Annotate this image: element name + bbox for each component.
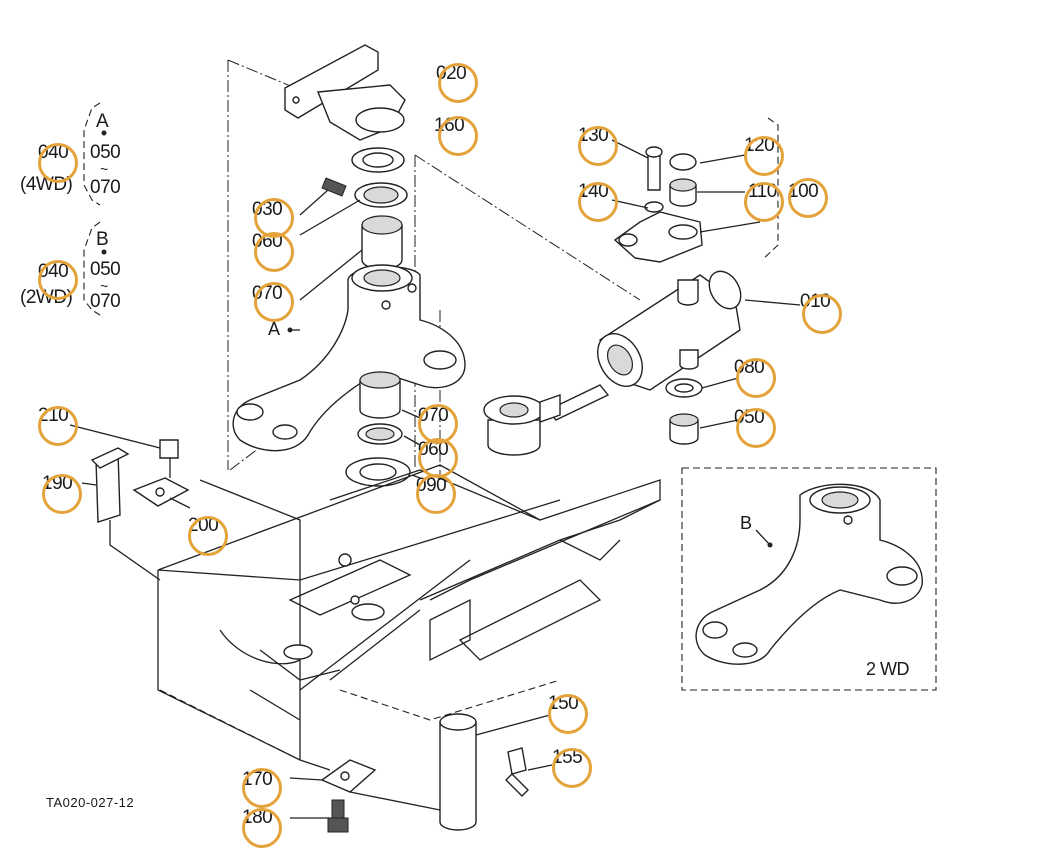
diagram-code: TA020-027-12: [46, 795, 135, 810]
knuckle-arm-a: [232, 264, 466, 452]
variant-a-range-end: 070: [90, 177, 121, 198]
bracket-plate-020: [284, 44, 406, 141]
variant-b-range-end: 070: [90, 291, 121, 312]
callout-highlight: [242, 808, 282, 848]
callout-highlight: [254, 282, 294, 322]
callout-highlight: [438, 116, 478, 156]
pointer-b: B: [740, 513, 752, 533]
cylinder-end-hardware: [611, 117, 779, 263]
callout-highlight: [418, 438, 458, 478]
right-bushings: [665, 377, 739, 445]
callout-highlight: [548, 694, 588, 734]
callout-highlight: [42, 474, 82, 514]
inset-2wd: [681, 467, 937, 691]
callout-highlight: [788, 178, 828, 218]
callout-highlight: [438, 63, 478, 103]
callout-highlight: [254, 232, 294, 272]
steering-cylinder-010: [483, 270, 801, 456]
callout-highlight: [242, 768, 282, 808]
variant-bracket-b: [83, 221, 101, 316]
variant-b-range-start: 050: [90, 259, 121, 280]
callout-highlight: [188, 516, 228, 556]
variant-b-range-tilde: ~: [100, 278, 108, 294]
reference-frame: [227, 59, 641, 480]
callout-highlight: [38, 143, 78, 183]
inset-label: 2 WD: [866, 659, 910, 679]
callout-highlight: [578, 182, 618, 222]
variant-bracket-a: [83, 102, 101, 206]
callout-highlight: [38, 260, 78, 300]
variant-a-range-start: 050: [90, 142, 121, 163]
lower-bushing-stack: [345, 371, 421, 487]
callout-highlight: [416, 474, 456, 514]
callout-highlight: [744, 136, 784, 176]
kingpin-bushing-stack: [299, 147, 408, 301]
grease-fitting-and-pin: [69, 424, 191, 581]
callout-highlight: [802, 294, 842, 334]
variant-b-letter: B: [96, 229, 109, 250]
callout-highlight: [744, 182, 784, 222]
variant-a-range-tilde: ~: [100, 161, 108, 177]
callout-highlight: [38, 406, 78, 446]
pointer-a: A: [268, 319, 280, 339]
variant-a-letter: A: [96, 111, 109, 132]
front-axle-frame: [157, 464, 661, 771]
callout-highlight: [736, 408, 776, 448]
callout-highlight: [552, 748, 592, 788]
callout-highlight: [578, 126, 618, 166]
callout-highlight: [736, 358, 776, 398]
bottom-pin-hardware: [289, 713, 553, 833]
